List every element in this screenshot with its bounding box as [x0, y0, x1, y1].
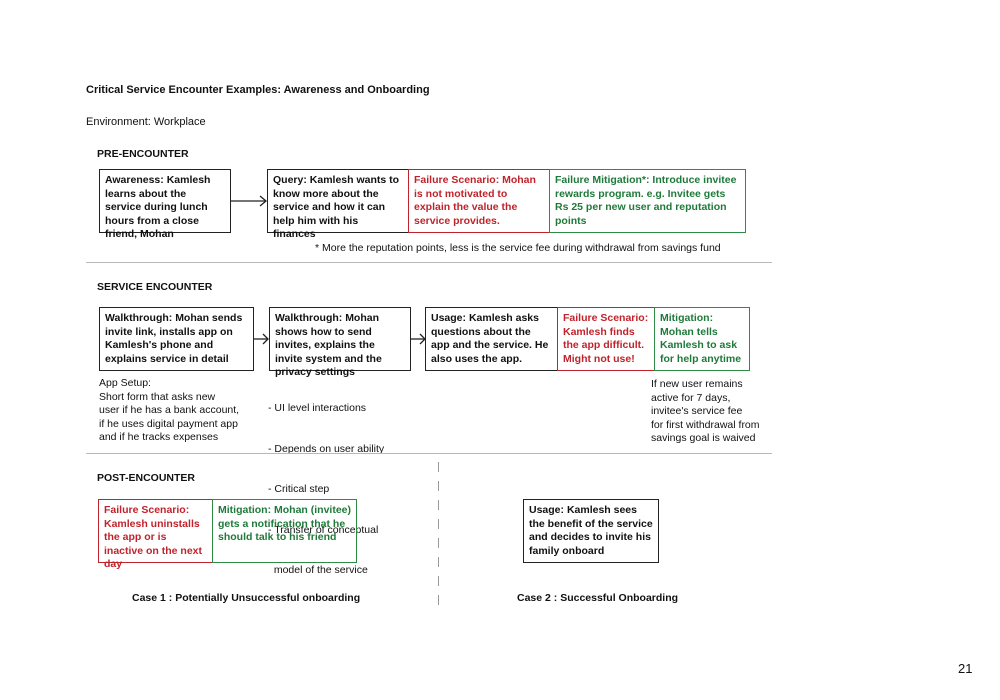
awareness-text: Kamlesh learns about the service during … — [105, 174, 211, 240]
post-usage-label: Usage: — [529, 504, 565, 516]
pre-encounter-heading: PRE-ENCOUNTER — [97, 148, 189, 160]
app-setup-line: and if he tracks expenses — [99, 431, 219, 443]
pre-mitigation-text: Introduce invitee rewards program. e.g. … — [555, 174, 737, 227]
case-separator — [438, 481, 439, 491]
new-user-note: If new user remains active for 7 days, i… — [651, 378, 760, 446]
usage-text: Kamlesh asks questions about the app and… — [431, 312, 549, 365]
service-encounter-heading: SERVICE ENCOUNTER — [97, 281, 213, 293]
case-separator — [438, 462, 439, 472]
new-user-line: active for 7 days, — [651, 391, 731, 404]
awareness-label: Awareness: — [105, 174, 164, 186]
arrow-right-icon — [231, 195, 268, 207]
service-mitigation-label: Mitigation: — [660, 312, 714, 324]
walkthrough-install-box: Walkthrough: Mohan sends invite link, in… — [99, 307, 254, 371]
pre-failure-box: Failure Scenario: Mohan is not motivated… — [408, 169, 550, 233]
page-title: Critical Service Encounter Examples: Awa… — [86, 84, 430, 96]
case-separator — [438, 576, 439, 586]
page-number: 21 — [958, 661, 973, 676]
app-setup-line: if he uses digital payment app — [99, 417, 238, 430]
case-separator — [438, 595, 439, 605]
post-mitigation-box: Mitigation: Mohan (invitee) gets a notif… — [212, 499, 357, 563]
post-usage-text: Kamlesh sees the benefit of the service … — [529, 504, 653, 557]
post-mitigation-text: Mohan (invitee) gets a notification that… — [218, 504, 352, 543]
section-divider — [86, 453, 772, 454]
app-setup-note: App Setup: Short form that asks new user… — [99, 377, 239, 445]
query-text: Kamlesh wants to know more about the ser… — [273, 174, 400, 240]
usage-label: Usage: — [431, 312, 467, 324]
post-mitigation-label: Mitigation: — [218, 504, 272, 516]
new-user-line: for first withdrawal from — [651, 418, 760, 431]
service-failure-box: Failure Scenario: Kamlesh finds the app … — [557, 307, 655, 371]
post-usage-box: Usage: Kamlesh sees the benefit of the s… — [523, 499, 659, 563]
pre-mitigation-box: Failure Mitigation*: Introduce invitee r… — [549, 169, 746, 233]
walkthrough-note-line: - Transfer of conceptual — [268, 523, 379, 536]
walkthrough-install-label: Walkthrough: — [105, 312, 173, 324]
post-encounter-heading: POST-ENCOUNTER — [97, 472, 196, 484]
pre-mitigation-label: Failure Mitigation*: — [555, 174, 650, 186]
new-user-line: savings goal is waived — [651, 432, 756, 444]
walkthrough-invite-box: Walkthrough: Mohan shows how to send inv… — [269, 307, 411, 378]
walkthrough-notes: - UI level interactions - Depends on use… — [268, 375, 384, 591]
case-separator — [438, 557, 439, 567]
case2-caption: Case 2 : Successful Onboarding — [517, 592, 679, 604]
query-label: Query: — [273, 174, 307, 186]
usage-box: Usage: Kamlesh asks questions about the … — [425, 307, 558, 371]
arrow-right-icon — [254, 333, 269, 345]
query-box: Query: Kamlesh wants to know more about … — [267, 169, 409, 240]
walkthrough-invite-text: Mohan shows how to send invites, explain… — [275, 312, 382, 378]
post-failure-text: Failure Scenario: Kamlesh uninstalls the… — [104, 504, 203, 570]
app-setup-line: user if he has a bank account, — [99, 404, 240, 416]
case-separator — [438, 538, 439, 548]
new-user-line: If new user remains — [651, 378, 743, 390]
service-mitigation-box: Mitigation: Mohan tells Kamlesh to ask f… — [654, 307, 750, 371]
case-separator — [438, 500, 439, 510]
app-setup-line: Short form that asks new — [99, 390, 216, 403]
awareness-box: Awareness: Kamlesh learns about the serv… — [99, 169, 231, 240]
app-setup-line: App Setup: — [99, 377, 151, 389]
walkthrough-install-text: Mohan sends invite link, installs app on… — [105, 312, 243, 365]
walkthrough-note-line: - Critical step — [268, 483, 330, 495]
walkthrough-note-line: model of the service — [268, 564, 368, 576]
service-mitigation-text: Mohan tells Kamlesh to ask for help anyt… — [660, 325, 742, 365]
new-user-line: invitee's service fee — [651, 405, 743, 417]
walkthrough-invite-label: Walkthrough: — [275, 312, 343, 324]
walkthrough-note-line: - Depends on user ability — [268, 442, 385, 455]
service-failure-text: Failure Scenario: Kamlesh finds the app … — [563, 312, 649, 365]
pre-failure-text: Failure Scenario: Mohan is not motivated… — [414, 174, 536, 227]
case1-caption: Case 1 : Potentially Unsuccessful onboar… — [132, 592, 361, 604]
environment-label: Environment: Workplace — [86, 116, 206, 128]
walkthrough-note-line: - UI level interactions — [268, 402, 367, 414]
reputation-footnote: * More the reputation points, less is th… — [315, 242, 721, 254]
section-divider — [86, 262, 772, 263]
post-failure-box: Failure Scenario: Kamlesh uninstalls the… — [98, 499, 213, 570]
case-separator — [438, 519, 439, 529]
